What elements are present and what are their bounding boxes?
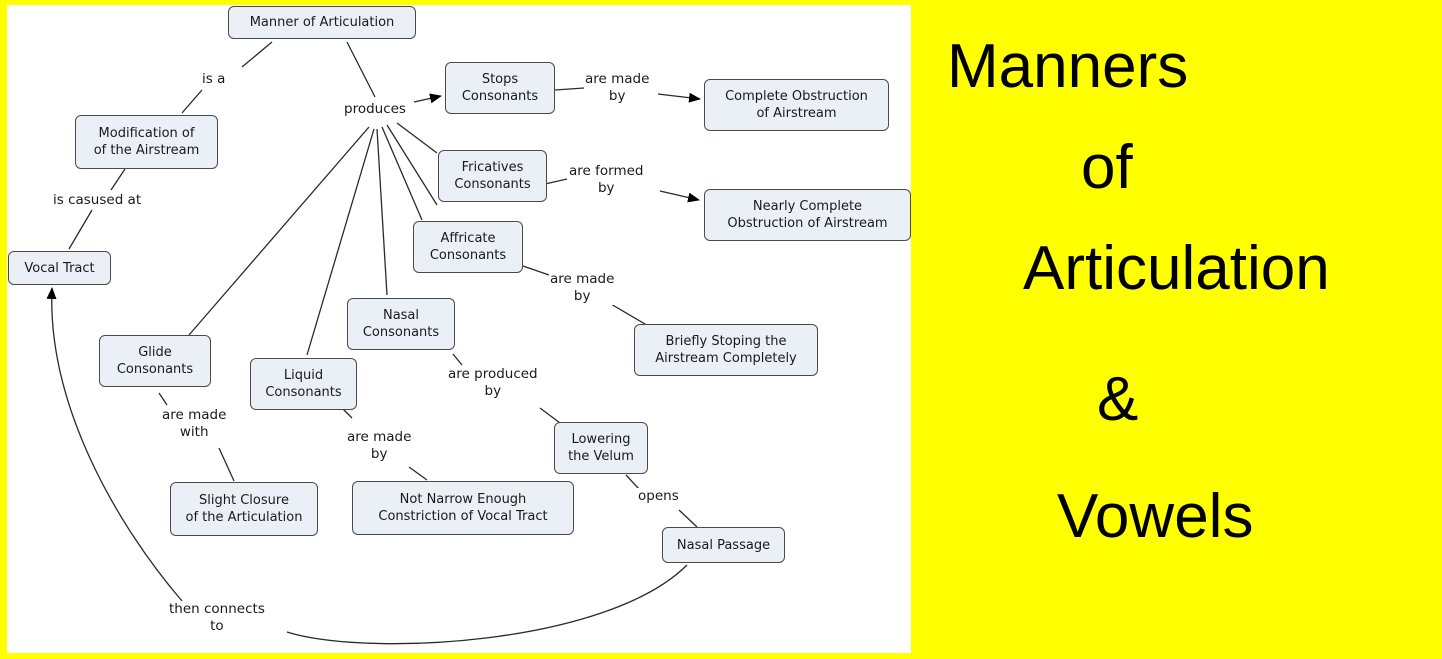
- node-nearly-complete-obstruction: Nearly Complete Obstruction of Airstream: [704, 189, 911, 241]
- node-vocal-tract: Vocal Tract: [8, 251, 111, 285]
- node-glide-consonants: Glide Consonants: [99, 335, 211, 387]
- node-manner-of-articulation: Manner of Articulation: [228, 6, 416, 39]
- node-briefly-stoping-airstream: Briefly Stoping the Airstream Completely: [634, 324, 818, 376]
- link-label-then-connects-to: then connects to: [168, 601, 266, 635]
- link-label-opens: opens: [637, 488, 680, 505]
- node-stops-consonants: Stops Consonants: [445, 62, 555, 114]
- node-lowering-the-velum: Lowering the Velum: [554, 422, 648, 474]
- link-label-glide-made-with: are made with: [161, 407, 228, 441]
- node-not-narrow-enough: Not Narrow Enough Constriction of Vocal …: [352, 481, 574, 535]
- title-vowels: Vowels: [1057, 482, 1254, 551]
- link-label-stops-made-by: are made by: [584, 71, 651, 105]
- node-complete-obstruction: Complete Obstruction of Airstream: [704, 79, 889, 131]
- title-of: of: [1081, 133, 1133, 202]
- link-label-is-a: is a: [201, 71, 227, 88]
- node-nasal-consonants: Nasal Consonants: [347, 298, 455, 350]
- node-affricate-consonants: Affricate Consonants: [413, 221, 523, 273]
- link-label-is-caused-at: is casused at: [52, 192, 143, 209]
- concept-map: Manner of Articulation Modification of o…: [7, 5, 911, 653]
- link-label-liquid-made-by: are made by: [346, 429, 413, 463]
- title-manners: Manners: [947, 32, 1189, 101]
- link-label-affricate-made-by: are made by: [549, 271, 616, 305]
- link-label-nasal-produced-by: are produced by: [447, 366, 539, 400]
- node-slight-closure: Slight Closure of the Articulation: [170, 482, 318, 536]
- title-articulation: Articulation: [1023, 234, 1330, 303]
- node-fricatives-consonants: Fricatives Consonants: [438, 150, 547, 202]
- link-label-produces: produces: [343, 101, 407, 118]
- node-nasal-passage: Nasal Passage: [662, 527, 785, 563]
- title-ampersand: &: [1097, 365, 1139, 434]
- link-label-fricatives-formed-by: are formed by: [568, 163, 645, 197]
- node-modification-of-airstream: Modification of of the Airstream: [75, 115, 218, 169]
- node-liquid-consonants: Liquid Consonants: [250, 358, 357, 410]
- connector-lines: [46, 41, 701, 645]
